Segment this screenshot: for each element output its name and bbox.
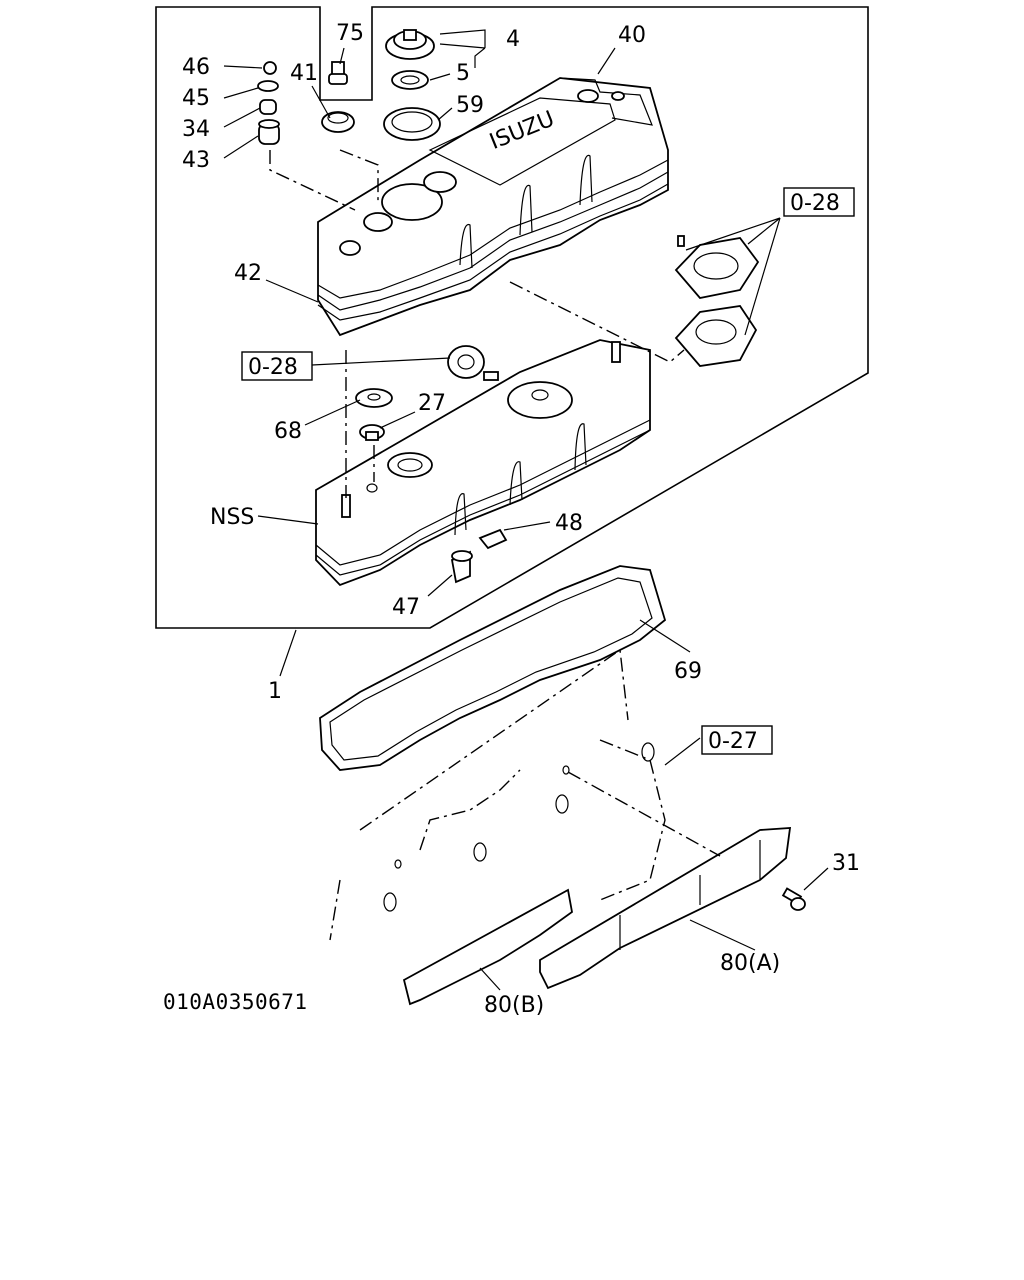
callout-80a: 80(A): [720, 951, 780, 976]
breather-assembly: [674, 235, 760, 367]
bolt-31: [781, 887, 806, 911]
callout-42: 42: [234, 261, 262, 286]
callout-68: 68: [274, 419, 302, 444]
callout-31: 31: [832, 851, 860, 876]
ref-028-mid[interactable]: 0-28: [248, 355, 298, 380]
upper-rocker-cover: ISUZU: [317, 77, 669, 337]
assembly-frame: [155, 6, 869, 629]
callout-80b: 80(B): [484, 993, 544, 1018]
callout-69: 69: [674, 659, 702, 684]
callout-75: 75: [336, 21, 364, 46]
heat-shields: [402, 827, 792, 1006]
callout-41: 41: [290, 61, 318, 86]
head-cover-gasket: [319, 565, 667, 771]
callout-nss: NSS: [210, 505, 254, 530]
oil-filler-cap: [321, 29, 441, 141]
callout-59: 59: [456, 93, 484, 118]
ref-box-028-top: [783, 187, 855, 217]
callout-45: 45: [182, 86, 210, 111]
alignment-lines: [269, 149, 721, 857]
lower-rocker-cover: [315, 339, 651, 587]
callout-48: 48: [555, 511, 583, 536]
callout-43: 43: [182, 148, 210, 173]
ref-028-top[interactable]: 0-28: [790, 191, 840, 216]
callout-1: 1: [268, 679, 282, 704]
callout-34: 34: [182, 117, 210, 142]
engine-block-outline: [329, 648, 666, 941]
callout-27: 27: [418, 391, 446, 416]
ref-box-028-mid: [241, 351, 313, 381]
diagram-id: 010A0350671: [163, 990, 308, 1014]
callout-5: 5: [456, 61, 470, 86]
bolt-75: [328, 61, 348, 85]
parts-47-48: [450, 528, 508, 584]
leader-lines: [223, 29, 829, 991]
bolt-stack-parts: [257, 61, 280, 145]
callout-40: 40: [618, 23, 646, 48]
ref-027[interactable]: 0-27: [708, 729, 758, 754]
callout-46: 46: [182, 55, 210, 80]
callout-4: 4: [506, 27, 520, 52]
callout-47: 47: [392, 595, 420, 620]
grommets: [355, 345, 499, 441]
ref-box-027: [701, 725, 773, 755]
